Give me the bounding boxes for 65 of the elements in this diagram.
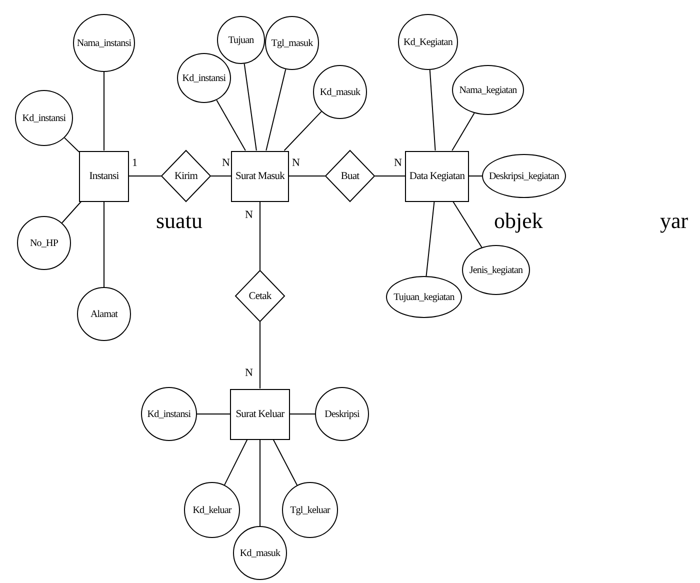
attribute-ellipse: [77, 287, 131, 341]
cardinality-label: N: [245, 368, 253, 379]
connector-line: [429, 69, 436, 151]
attribute-ellipse: [462, 245, 530, 295]
connector-line: [266, 68, 286, 151]
node-label: Surat Keluar: [236, 408, 284, 420]
node-label: Tgl_masuk: [271, 38, 313, 48]
node-label: Cetak: [248, 290, 272, 302]
relationship-diamond: [161, 150, 211, 202]
node-label: Deskripsi: [324, 408, 360, 420]
node-label: Kirim: [174, 170, 198, 182]
connector-line: [272, 439, 298, 486]
connector-line: [452, 201, 482, 248]
attribute-ellipse: [265, 16, 319, 70]
node-label: Instansi: [89, 170, 119, 182]
node-label: Jenis_kegiatan: [469, 264, 523, 276]
entity-box: [230, 388, 290, 440]
attribute-ellipse: [233, 526, 287, 580]
node-label: No_HP: [30, 238, 58, 248]
entity-box: [231, 150, 289, 202]
node-label: Tujuan_kegiatan: [394, 292, 454, 302]
stray-text: suatu: [156, 210, 202, 232]
relationship-diamond: [235, 270, 285, 322]
node-label: Nama_instansi: [76, 38, 132, 48]
node-label: Kd_instansi: [22, 112, 66, 124]
node-label: Deskripsi_kegiatan: [488, 170, 559, 182]
cardinality-label: N: [245, 210, 253, 221]
attribute-ellipse: [282, 482, 338, 538]
node-label: Tujuan: [228, 34, 254, 46]
connector-line: [62, 201, 82, 224]
stray-text: yar: [660, 210, 688, 232]
cardinality-label: N: [292, 158, 300, 169]
node-label: Surat Masuk: [236, 170, 284, 182]
relationship-diamond: [325, 150, 375, 202]
cardinality-label: 1: [132, 158, 138, 169]
attribute-ellipse: [17, 216, 71, 270]
attribute-ellipse: [217, 16, 265, 64]
connector-line: [216, 100, 246, 151]
attribute-ellipse: [315, 387, 369, 441]
connector-line: [224, 439, 248, 486]
node-label: Nama_kegiatan: [459, 84, 517, 96]
stray-text: objek: [494, 210, 543, 232]
node-label: Kd_masuk: [320, 86, 360, 98]
connector-line: [284, 111, 322, 151]
node-label: Kd_keluar: [192, 504, 232, 516]
node-label: Data Kegiatan: [409, 170, 465, 182]
connector-line: [426, 201, 435, 277]
node-label: Kd_masuk: [240, 548, 280, 558]
connector-line: [64, 137, 80, 152]
node-label: Tgl_keluar: [290, 504, 330, 516]
attribute-ellipse: [177, 53, 231, 103]
node-label: Kd_Kegiatan: [404, 36, 452, 48]
node-label: Alamat: [90, 308, 118, 320]
connector-line: [452, 112, 475, 151]
entity-box: [79, 150, 129, 202]
node-label: Buat: [340, 170, 360, 182]
entity-box: [405, 150, 469, 202]
attribute-ellipse: [313, 65, 367, 119]
cardinality-label: N: [394, 158, 402, 169]
attribute-ellipse: [386, 276, 462, 318]
cardinality-label: N: [222, 158, 230, 169]
node-label: Kd_instansi: [147, 408, 191, 420]
node-label: Kd_instansi: [182, 72, 226, 84]
connector-line: [244, 63, 257, 151]
attribute-ellipse: [184, 482, 240, 538]
